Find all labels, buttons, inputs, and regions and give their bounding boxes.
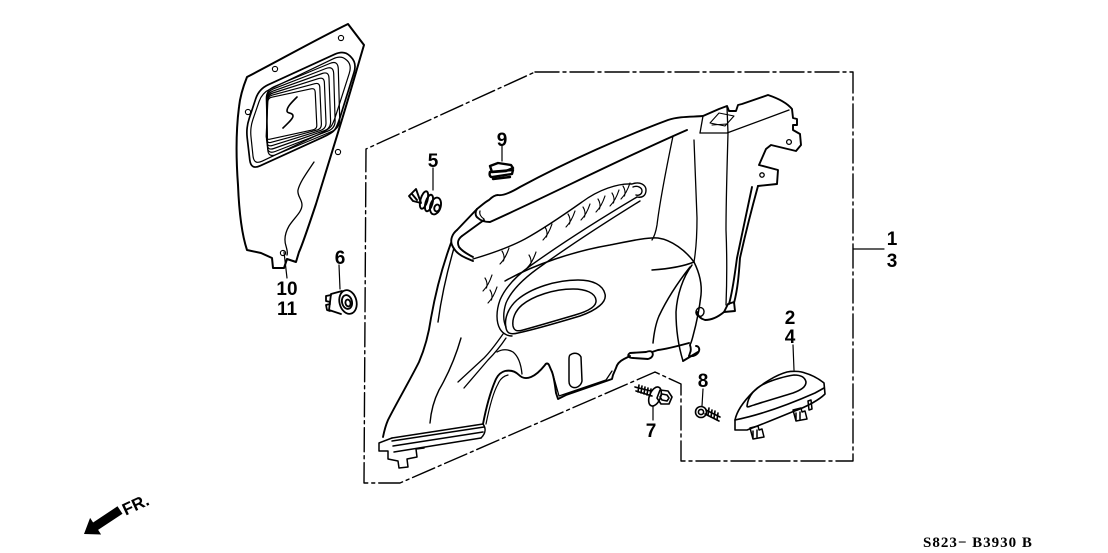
svg-text:10: 10 [276,279,297,300]
svg-text:9: 9 [497,130,508,151]
svg-text:5: 5 [428,151,439,172]
svg-text:S823− B3930 B: S823− B3930 B [923,535,1033,551]
svg-text:8: 8 [698,371,709,392]
svg-text:7: 7 [646,421,657,442]
svg-text:1: 1 [887,229,898,250]
svg-text:11: 11 [277,299,298,320]
svg-text:4: 4 [785,327,796,348]
svg-text:3: 3 [887,251,898,272]
svg-text:2: 2 [785,308,796,329]
svg-text:6: 6 [335,248,346,269]
